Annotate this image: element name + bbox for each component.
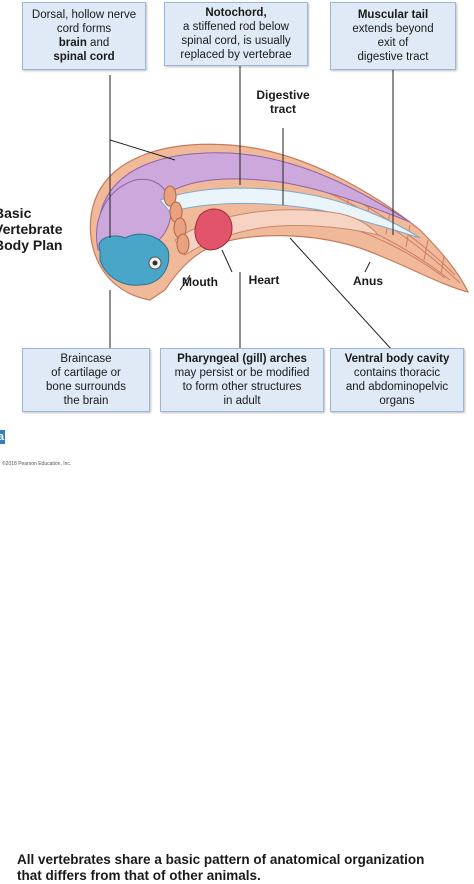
side-title-line2: Vertebrate: [0, 221, 63, 237]
nerve-cord-bold1: brain: [58, 37, 87, 49]
tail-line2: exit of: [377, 37, 409, 49]
braincase-line3: bone surrounds: [46, 381, 126, 393]
nerve-cord-line1: Dorsal, hollow nerve: [31, 9, 137, 21]
nerve-cord-box: Dorsal, hollow nerve cord forms brain an…: [22, 2, 146, 70]
pharyngeal-line2: to form other structures: [182, 381, 302, 393]
nerve-cord-line3: and: [86, 37, 110, 49]
braincase: [98, 233, 170, 286]
pharyngeal-arches: [163, 185, 190, 255]
notochord-line3: replaced by vertebrae: [180, 49, 292, 61]
leader-lines: [109, 60, 394, 351]
ventral-box: Ventral body cavity contains thoracic an…: [330, 348, 464, 412]
digestive-tract-line2: tract: [269, 102, 296, 116]
braincase-line4: the brain: [63, 395, 109, 407]
heart: [194, 208, 233, 251]
notochord-box: Notochord, a stiffened rod below spinal …: [164, 2, 308, 66]
ventral-line2: and abdominopelvic: [345, 381, 449, 393]
caption-line2: that differs from that of other animals.: [17, 868, 261, 883]
side-title-line3: Body Plan: [0, 237, 63, 253]
ventral-line1: contains thoracic: [353, 367, 441, 379]
pharyngeal-line3: in adult: [223, 395, 261, 407]
tail-line3: digestive tract: [357, 51, 429, 63]
side-title: Basic Vertebrate Body Plan: [0, 205, 62, 253]
notochord: [159, 187, 421, 239]
ventral-line3: organs: [379, 395, 415, 407]
tail-box: Muscular tail extends beyond exit of dig…: [330, 2, 456, 70]
notochord-line1: a stiffened rod below: [183, 21, 289, 33]
braincase-line2: of cartilage or: [51, 367, 121, 379]
notochord-line2: spinal cord, is usually: [181, 35, 291, 47]
mouth-label: Mouth: [182, 275, 218, 289]
braincase-line1: Braincase: [60, 353, 112, 365]
caption-line1: All vertebrates share a basic pattern of…: [17, 852, 425, 867]
nerve-cord-bold2: spinal cord: [53, 51, 115, 63]
tail-line1: extends beyond: [352, 23, 434, 35]
pharyngeal-line1: may persist or be modified: [174, 367, 310, 379]
ventral-title: Ventral body cavity: [344, 353, 450, 365]
digestive-tract-label: Digestive tract: [248, 88, 318, 116]
braincase-box: Braincase of cartilage or bone surrounds…: [22, 348, 150, 412]
copyright: ©2018 Pearson Education, Inc.: [2, 461, 72, 467]
vertebrate-body-diagram: [89, 60, 470, 351]
anus-label: Anus: [353, 274, 383, 288]
digestive-tract-line1: Digestive: [256, 88, 310, 102]
pharyngeal-box: Pharyngeal (gill) arches may persist or …: [160, 348, 324, 412]
tail-title: Muscular tail: [357, 9, 429, 21]
nerve-cord-line2: cord forms: [56, 23, 112, 35]
side-title-line1: Basic: [0, 205, 32, 221]
figure-tag: a: [0, 430, 5, 444]
heart-label: Heart: [248, 273, 280, 287]
pharyngeal-title: Pharyngeal (gill) arches: [177, 353, 307, 365]
notochord-title: Notochord,: [205, 7, 267, 19]
